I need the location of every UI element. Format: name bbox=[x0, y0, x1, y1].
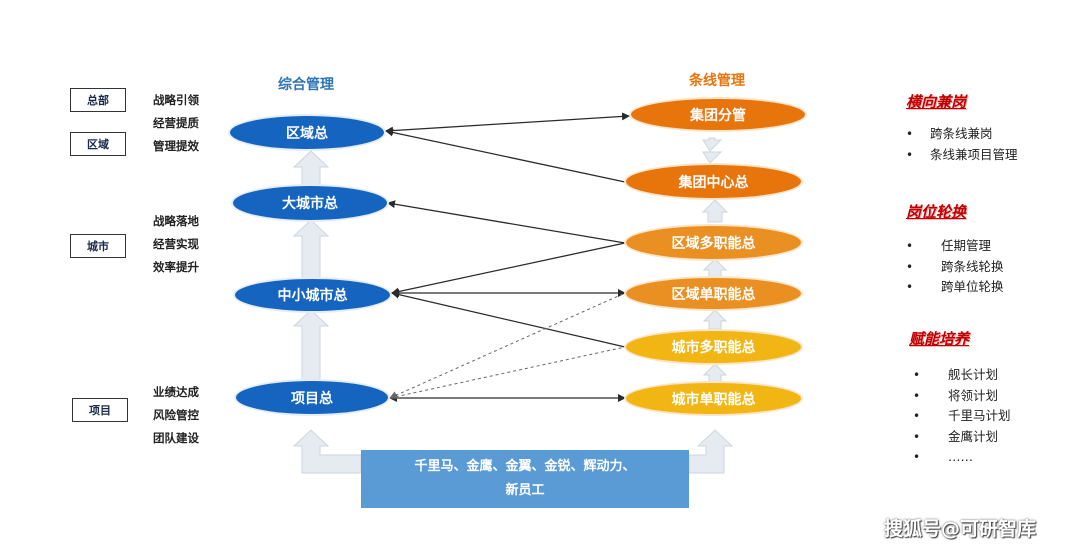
rotation-list: •任期管理 •跨条线轮换 •跨单位轮换 bbox=[906, 236, 1004, 298]
bullet-icon: • bbox=[913, 388, 921, 403]
node-region-head: 区域总 bbox=[230, 116, 384, 149]
bottom-elbow-arrows bbox=[292, 429, 734, 474]
bullet-icon: • bbox=[906, 147, 914, 162]
talent-programs-line1: 千里马、金鹰、金翼、金锐、辉动力、 bbox=[414, 459, 636, 474]
list-item: •舰长计划 bbox=[913, 365, 1011, 386]
node-large-city-head: 大城市总 bbox=[233, 186, 387, 220]
right-column-title: 条线管理 bbox=[689, 73, 745, 89]
list-item: •将领计划 bbox=[913, 386, 1011, 407]
desc-city-3: 效率提升 bbox=[153, 260, 199, 274]
desc-project-2: 风险管控 bbox=[153, 408, 199, 422]
talent-programs-line2: 新员工 bbox=[505, 483, 545, 498]
cross-post-list: •跨条线兼岗 •条线兼项目管理 bbox=[906, 124, 1018, 165]
desc-project-3: 团队建设 bbox=[153, 431, 199, 445]
watermark: 搜狐号@可研智库 bbox=[884, 518, 1037, 540]
list-item: •跨条线轮换 bbox=[906, 257, 1004, 278]
list-item: •千里马计划 bbox=[913, 406, 1011, 427]
node-region-single: 区域单职能总 bbox=[626, 278, 801, 309]
bullet-icon: • bbox=[906, 127, 914, 141]
dashed-links bbox=[389, 292, 626, 399]
bullet-icon: • bbox=[906, 239, 914, 253]
node-group-manager: 集团分管 bbox=[631, 99, 805, 130]
desc-project: 业绩达成 风险管控 团队建设 bbox=[153, 381, 199, 450]
list-item: •条线兼项目管理 bbox=[906, 145, 1018, 166]
list-item: •任期管理 bbox=[906, 236, 1004, 257]
list-item: •跨条线兼岗 bbox=[906, 124, 1018, 145]
bullet-icon: • bbox=[906, 280, 914, 294]
bullet-icon: • bbox=[913, 450, 921, 464]
bullet-icon: • bbox=[906, 259, 914, 274]
node-city-multi: 城市多职能总 bbox=[626, 331, 801, 363]
bullet-icon: • bbox=[913, 368, 921, 382]
desc-top: 战略引领 经营提质 管理提效 bbox=[153, 89, 199, 158]
node-small-city-head: 中小城市总 bbox=[235, 279, 390, 311]
solid-links bbox=[385, 112, 630, 402]
desc-project-1: 业绩达成 bbox=[153, 385, 199, 399]
level-city: 城市 bbox=[70, 234, 126, 258]
list-item: •金鹰计划 bbox=[913, 427, 1011, 448]
desc-top-2: 经营提质 bbox=[153, 116, 199, 130]
node-region-multi: 区域多职能总 bbox=[626, 226, 801, 259]
cross-post-title: 横向兼岗 bbox=[906, 93, 967, 111]
level-hq: 总部 bbox=[70, 88, 126, 112]
list-item: •跨单位轮换 bbox=[906, 277, 1004, 298]
talent-programs-box: 千里马、金鹰、金翼、金锐、辉动力、 新员工 bbox=[361, 450, 689, 508]
empowerment-title: 赋能培养 bbox=[909, 330, 970, 348]
node-project-head: 项目总 bbox=[236, 381, 388, 414]
level-region: 区域 bbox=[70, 132, 126, 156]
list-item: •…… bbox=[913, 447, 1011, 468]
empowerment-list: •舰长计划 •将领计划 •千里马计划 •金鹰计划 •…… bbox=[913, 365, 1011, 468]
node-group-center: 集团中心总 bbox=[626, 165, 801, 198]
left-vertical-arrows bbox=[292, 150, 330, 383]
desc-city-1: 战略落地 bbox=[153, 214, 199, 228]
desc-top-3: 管理提效 bbox=[153, 139, 199, 153]
desc-top-1: 战略引领 bbox=[153, 93, 199, 107]
node-city-single: 城市单职能总 bbox=[626, 383, 801, 414]
bullet-icon: • bbox=[913, 429, 921, 444]
desc-city: 战略落地 经营实现 效率提升 bbox=[153, 210, 199, 279]
rotation-title: 岗位轮换 bbox=[906, 203, 967, 221]
left-column-title: 综合管理 bbox=[278, 77, 334, 93]
level-project: 项目 bbox=[72, 398, 128, 422]
desc-city-2: 经营实现 bbox=[153, 237, 199, 251]
bullet-icon: • bbox=[913, 409, 921, 423]
right-vertical-arrows bbox=[701, 137, 729, 384]
